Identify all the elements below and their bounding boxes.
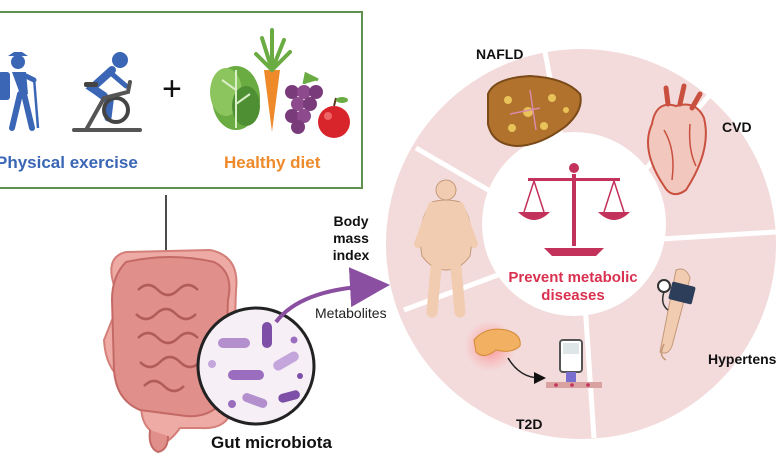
nafld-label: NAFLD <box>476 46 524 62</box>
balance-scale-icon <box>518 163 630 256</box>
carrot-icon <box>254 28 292 132</box>
plus-sign: + <box>162 70 182 108</box>
obese-body-icon <box>414 179 478 318</box>
pancreas-glucometer-icon <box>464 320 602 388</box>
bmi-label: Body mass index <box>332 213 370 263</box>
metabolites-label: Metabolites <box>315 305 387 321</box>
hypertension-label: Hypertens <box>708 351 777 367</box>
blood-pressure-cuff-icon <box>657 268 696 361</box>
metabolites-arrow <box>274 267 390 324</box>
diet-label: Healthy diet <box>224 153 321 172</box>
lettuce-icon <box>210 66 260 130</box>
t2d-label: T2D <box>516 416 543 432</box>
gut-microbiota-label: Gut microbiota <box>211 433 332 452</box>
prevent-metabolic-diseases-label: Prevent metabolic diseases <box>508 269 638 304</box>
apple-icon <box>318 97 350 138</box>
grapes-icon <box>285 71 323 134</box>
cvd-label: CVD <box>722 119 752 135</box>
heart-icon <box>647 83 707 196</box>
microbiota-circle <box>196 306 316 426</box>
liver-icon <box>487 74 582 148</box>
hiker-icon <box>0 52 40 131</box>
exercise-label: Physical exercise <box>0 153 138 172</box>
cycling-icon <box>72 52 142 132</box>
